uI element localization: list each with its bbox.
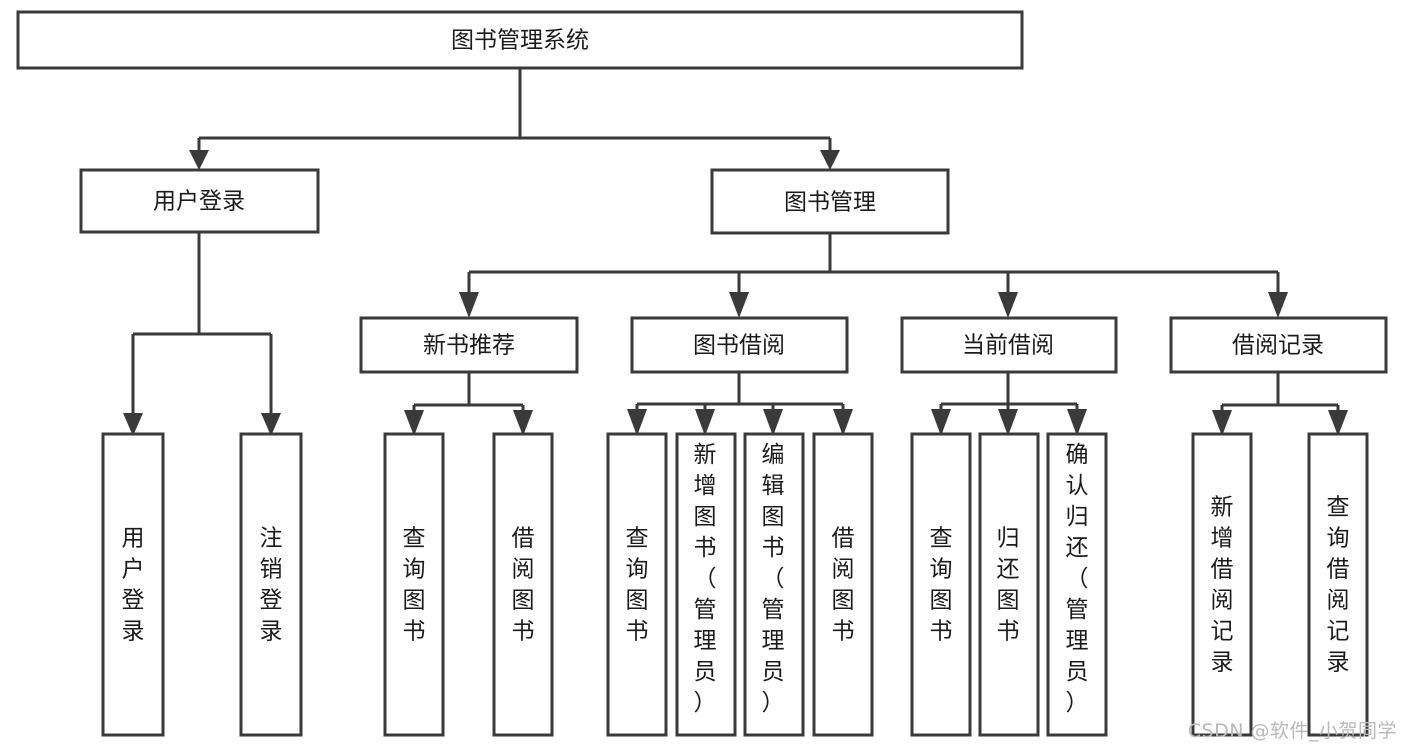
node-borrow-record-box[interactable]: [1169, 316, 1388, 374]
node-leaf-confirm-return-box[interactable]: [1046, 432, 1108, 737]
node-leaf-user-login-label: 用户登录: [122, 525, 145, 644]
node-book-borrow-label: 图书借阅: [693, 333, 785, 359]
node-current-borrow-label: 当前借阅: [962, 333, 1054, 359]
node-user-login[interactable]: 用户登录: [79, 168, 320, 234]
node-leaf-query-book-1-label: 查询图书: [403, 525, 426, 644]
arrow-head-leaf-add-book: [695, 409, 715, 436]
arrow-head-leaf-add-record: [1212, 410, 1232, 436]
node-leaf-user-logout[interactable]: 注销登录: [239, 432, 303, 737]
node-root-box[interactable]: [16, 10, 1024, 70]
node-leaf-query-book-2-label: 查询图书: [626, 525, 649, 644]
arrow-head-borrow-record: [1268, 292, 1288, 318]
node-leaf-add-record-label: 新增借阅记录: [1211, 494, 1234, 675]
csdn-watermark: CSDN @软件_小贺同学: [1187, 720, 1397, 742]
node-leaf-user-login-box[interactable]: [101, 432, 165, 737]
arrow-head-book-borrow: [729, 292, 749, 318]
node-leaf-query-book-3-label: 查询图书: [930, 525, 953, 644]
arrow-head-leaf-user-login: [123, 413, 143, 436]
node-leaf-query-book-1-box[interactable]: [383, 432, 445, 737]
node-leaf-add-record[interactable]: 新增借阅记录: [1191, 432, 1253, 737]
node-leaf-edit-book-box[interactable]: [743, 432, 805, 737]
node-leaf-query-record-box[interactable]: [1307, 432, 1369, 737]
node-root-label: 图书管理系统: [451, 28, 589, 54]
arrow-head-leaf-borrow-book-2: [833, 409, 853, 436]
node-book-borrow-box[interactable]: [630, 316, 849, 374]
node-book-manage-box[interactable]: [710, 168, 950, 235]
node-leaf-borrow-book-2-box[interactable]: [812, 432, 874, 737]
node-leaf-borrow-book-1-label: 借阅图书: [512, 525, 535, 644]
node-leaf-query-book-2-box[interactable]: [606, 432, 668, 737]
arrow-head-leaf-edit-book: [763, 409, 783, 436]
node-new-book-rec-label: 新书推荐: [423, 333, 515, 359]
arrow-head-leaf-query-book-2: [627, 409, 647, 436]
node-new-book-rec[interactable]: 新书推荐: [359, 316, 579, 374]
node-user-login-label: 用户登录: [153, 189, 245, 215]
node-leaf-query-book-3-box[interactable]: [910, 432, 972, 737]
arrow-head-leaf-query-book-1: [404, 410, 424, 436]
node-leaf-query-record-label: 查询借阅记录: [1327, 494, 1350, 675]
arrow-head-current-borrow: [998, 292, 1018, 318]
arrow-head-book-manage: [820, 150, 840, 170]
node-book-borrow[interactable]: 图书借阅: [630, 316, 849, 374]
arrow-head-leaf-confirm-return: [1067, 409, 1087, 436]
node-book-manage-label: 图书管理: [784, 190, 876, 216]
node-leaf-query-book-1[interactable]: 查询图书: [383, 432, 445, 737]
node-current-borrow-box[interactable]: [900, 316, 1118, 374]
node-leaf-query-book-2[interactable]: 查询图书: [606, 432, 668, 737]
node-leaf-query-record[interactable]: 查询借阅记录: [1307, 432, 1369, 737]
arrow-head-leaf-user-logout: [261, 413, 281, 436]
arrow-head-new-book-rec: [459, 292, 479, 318]
node-borrow-record[interactable]: 借阅记录: [1169, 316, 1388, 374]
node-user-login-box[interactable]: [79, 168, 320, 234]
node-leaf-confirm-return-label: 确认归还（管理员）: [1066, 442, 1089, 716]
node-leaf-edit-book-label: 编辑图书（管理员）: [762, 442, 785, 716]
node-leaf-user-logout-label: 注销登录: [260, 525, 283, 644]
node-new-book-rec-box[interactable]: [359, 316, 579, 374]
node-leaf-borrow-book-1[interactable]: 借阅图书: [492, 432, 554, 737]
node-leaf-add-book-label: 新增图书（管理员）: [694, 442, 717, 716]
node-leaf-borrow-book-1-box[interactable]: [492, 432, 554, 737]
node-leaf-return-book[interactable]: 归还图书: [978, 432, 1040, 737]
node-current-borrow[interactable]: 当前借阅: [900, 316, 1118, 374]
node-leaf-confirm-return[interactable]: 确认归还（管理员）: [1046, 432, 1108, 737]
node-leaf-user-logout-box[interactable]: [239, 432, 303, 737]
node-leaf-return-book-label: 归还图书: [997, 525, 1020, 644]
node-leaf-borrow-book-2[interactable]: 借阅图书: [812, 432, 874, 737]
node-leaf-query-book-3[interactable]: 查询图书: [910, 432, 972, 737]
node-leaf-add-book[interactable]: 新增图书（管理员）: [675, 432, 737, 737]
arrow-head-leaf-query-book-3: [931, 409, 951, 436]
arrow-head-leaf-query-record: [1328, 410, 1348, 436]
node-book-manage[interactable]: 图书管理: [710, 168, 950, 235]
node-leaf-edit-book[interactable]: 编辑图书（管理员）: [743, 432, 805, 737]
node-borrow-record-label: 借阅记录: [1232, 333, 1324, 359]
arrow-head-leaf-borrow-book-1: [513, 410, 533, 436]
node-leaf-user-login[interactable]: 用户登录: [101, 432, 165, 737]
node-leaf-add-book-box[interactable]: [675, 432, 737, 737]
node-root[interactable]: 图书管理系统: [16, 10, 1024, 70]
arrow-head-leaf-return-book: [998, 409, 1018, 436]
node-leaf-return-book-box[interactable]: [978, 432, 1040, 737]
arrow-head-user-login: [189, 150, 209, 170]
node-leaf-borrow-book-2-label: 借阅图书: [832, 525, 855, 644]
node-leaf-add-record-box[interactable]: [1191, 432, 1253, 737]
connector-layer: [123, 68, 1348, 436]
